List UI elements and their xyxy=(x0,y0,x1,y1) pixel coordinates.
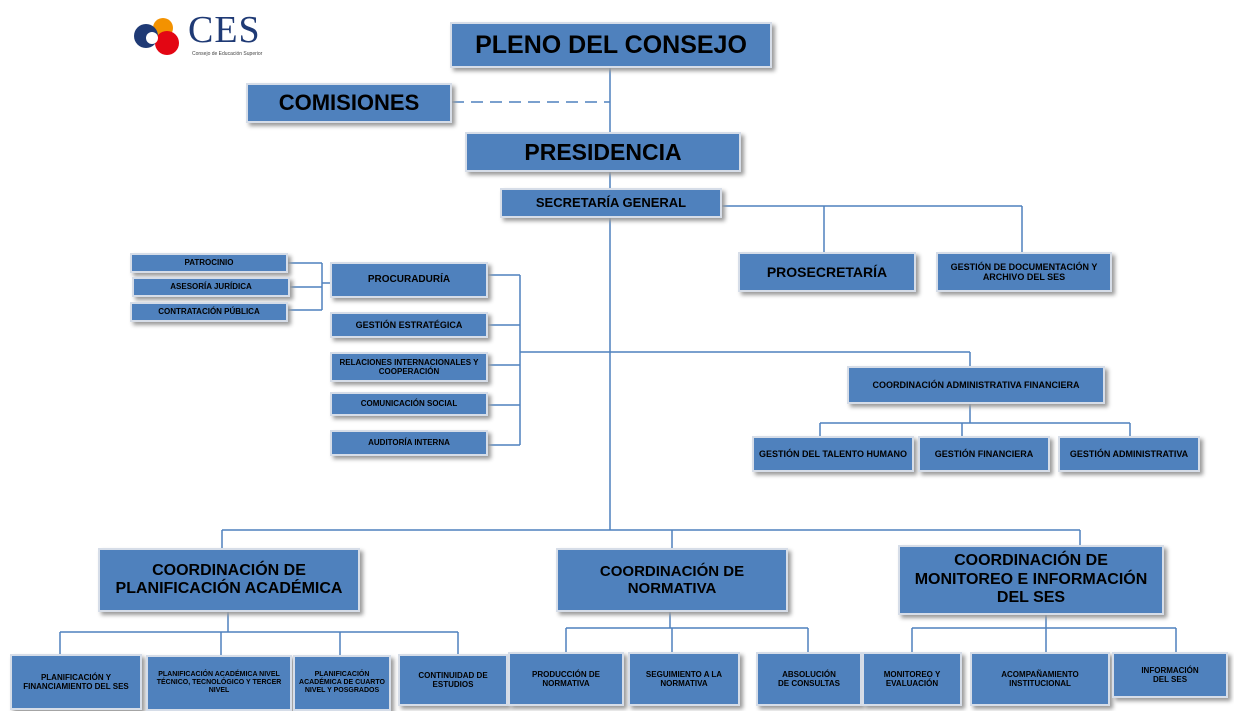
node-label: PROSECRETARÍA xyxy=(766,263,888,280)
node-label: PRESIDENCIA xyxy=(524,138,682,165)
node-gestion-administrativa: GESTIÓN ADMINISTRATIVA xyxy=(1058,436,1200,472)
node-informacion-ses: INFORMACIÓN DEL SES xyxy=(1112,652,1228,698)
logo-text: CES xyxy=(188,9,261,51)
node-auditoria-interna: AUDITORÍA INTERNA xyxy=(330,430,488,456)
node-asesoria-juridica: ASESORÍA JURÍDICA xyxy=(132,277,290,297)
node-label: COORDINACIÓN DE NORMATIVA xyxy=(599,562,745,597)
node-label: AUDITORÍA INTERNA xyxy=(368,438,450,448)
node-seguimiento-normativa: SEGUIMIENTO A LA NORMATIVA xyxy=(628,652,740,706)
node-label: PLANIFICACIÓN Y FINANCIAMIENTO DEL SES xyxy=(23,672,129,691)
node-label: GESTIÓN DEL TALENTO HUMANO xyxy=(758,448,907,459)
ces-logo: CES Consejo de Educación Superior xyxy=(130,9,300,62)
node-monitoreo-evaluacion: MONITOREO Y EVALUACIÓN xyxy=(862,652,962,706)
node-contratacion-publica: CONTRATACIÓN PÚBLICA xyxy=(130,302,288,322)
node-label: INFORMACIÓN DEL SES xyxy=(1141,665,1199,684)
node-label: CONTINUIDAD DE ESTUDIOS xyxy=(418,670,488,689)
logo-subtitle: Consejo de Educación Superior xyxy=(192,51,263,57)
node-label: PROCURADURÍA xyxy=(367,274,451,286)
node-prosecretaria: PROSECRETARÍA xyxy=(738,252,916,292)
node-label: GESTIÓN DE DOCUMENTACIÓN Y ARCHIVO DEL S… xyxy=(950,261,1098,282)
node-coordinacion-administrativa: COORDINACIÓN ADMINISTRATIVA FINANCIERA xyxy=(847,366,1105,404)
node-comisiones: COMISIONES xyxy=(246,83,452,123)
node-label: PLANIFICACIÓN ACADÉMICA DE CUARTO NIVEL … xyxy=(299,670,385,695)
node-relaciones-internacionales: RELACIONES INTERNACIONALES Y COOPERACIÓN xyxy=(330,352,488,382)
node-label: ABSOLUCIÓN DE CONSULTAS xyxy=(778,669,840,688)
node-planificacion-financiamiento: PLANIFICACIÓN Y FINANCIAMIENTO DEL SES xyxy=(10,654,142,710)
node-label: COORDINACIÓN DE PLANIFICACIÓN ACADÉMICA xyxy=(115,561,343,597)
node-label: GESTIÓN ADMINISTRATIVA xyxy=(1069,448,1189,459)
node-absolucion-consultas: ABSOLUCIÓN DE CONSULTAS xyxy=(756,652,862,706)
node-presidencia: PRESIDENCIA xyxy=(465,132,741,172)
logo-mark-icon xyxy=(134,18,179,55)
node-planificacion-cuarto-nivel: PLANIFICACIÓN ACADÉMICA DE CUARTO NIVEL … xyxy=(293,655,391,711)
node-patrocinio: PATROCINIO xyxy=(130,253,288,273)
node-produccion-normativa: PRODUCCIÓN DE NORMATIVA xyxy=(508,652,624,706)
node-label: COMUNICACIÓN SOCIAL xyxy=(360,399,458,409)
node-label: PLANIFICACIÓN ACADÉMICA NIVEL TÉCNICO, T… xyxy=(156,670,282,695)
node-label: ASESORÍA JURÍDICA xyxy=(170,282,252,292)
node-planificacion-tecnico: PLANIFICACIÓN ACADÉMICA NIVEL TÉCNICO, T… xyxy=(146,655,292,711)
node-gestion-estrategica: GESTIÓN ESTRATÉGICA xyxy=(330,312,488,338)
node-coordinacion-normativa: COORDINACIÓN DE NORMATIVA xyxy=(556,548,788,612)
node-gestion-documentacion: GESTIÓN DE DOCUMENTACIÓN Y ARCHIVO DEL S… xyxy=(936,252,1112,292)
node-label: MONITOREO Y EVALUACIÓN xyxy=(883,669,941,688)
node-acompanamiento-institucional: ACOMPAÑAMIENTO INSTITUCIONAL xyxy=(970,652,1110,706)
node-coordinacion-planificacion: COORDINACIÓN DE PLANIFICACIÓN ACADÉMICA xyxy=(98,548,360,612)
node-gestion-talento-humano: GESTIÓN DEL TALENTO HUMANO xyxy=(752,436,914,472)
node-label: SECRETARÍA GENERAL xyxy=(535,194,687,210)
node-continuidad-estudios: CONTINUIDAD DE ESTUDIOS xyxy=(398,654,508,706)
node-label: SEGUIMIENTO A LA NORMATIVA xyxy=(645,669,723,688)
node-procuraduria: PROCURADURÍA xyxy=(330,262,488,298)
node-label: PLENO DEL CONSEJO xyxy=(475,30,747,59)
node-label: PRODUCCIÓN DE NORMATIVA xyxy=(531,669,600,688)
node-label: PATROCINIO xyxy=(184,258,234,268)
node-comunicacion-social: COMUNICACIÓN SOCIAL xyxy=(330,392,488,416)
node-pleno-del-consejo: PLENO DEL CONSEJO xyxy=(450,22,772,68)
node-label: RELACIONES INTERNACIONALES Y COOPERACIÓN xyxy=(339,357,479,376)
node-label: COORDINACIÓN DE MONITOREO E INFORMACIÓN … xyxy=(914,552,1148,607)
node-label: COORDINACIÓN ADMINISTRATIVA FINANCIERA xyxy=(872,379,1080,390)
node-secretaria-general: SECRETARÍA GENERAL xyxy=(500,188,722,218)
node-label: CONTRATACIÓN PÚBLICA xyxy=(158,307,260,317)
node-label: GESTIÓN FINANCIERA xyxy=(934,448,1034,459)
node-label: COMISIONES xyxy=(278,90,420,116)
node-gestion-financiera: GESTIÓN FINANCIERA xyxy=(918,436,1050,472)
node-coordinacion-monitoreo: COORDINACIÓN DE MONITOREO E INFORMACIÓN … xyxy=(898,545,1164,615)
node-label: GESTIÓN ESTRATÉGICA xyxy=(355,319,463,330)
node-label: ACOMPAÑAMIENTO INSTITUCIONAL xyxy=(1001,669,1079,688)
